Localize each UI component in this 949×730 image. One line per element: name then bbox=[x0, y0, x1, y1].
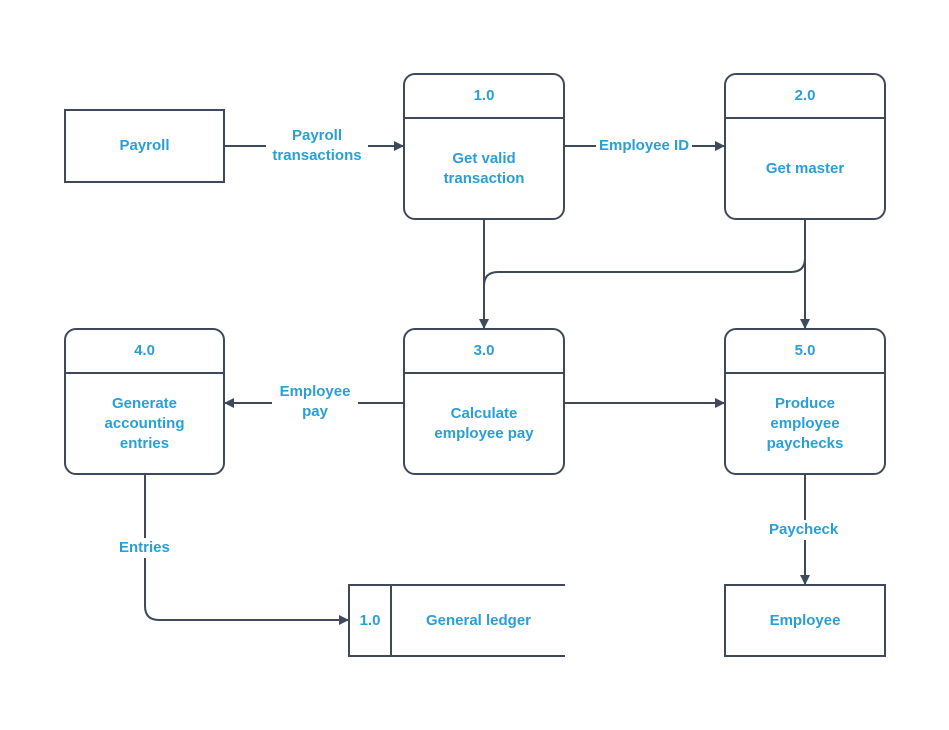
entity-payroll[interactable]: Payroll bbox=[64, 109, 225, 183]
process-2-name: Get master bbox=[765, 159, 845, 177]
process-4-name: Generate accounting entries bbox=[104, 394, 185, 452]
flow-line-p2-to-p3 bbox=[483, 220, 806, 287]
entity-payroll-label: Payroll bbox=[119, 137, 170, 154]
entity-employee-label: Employee bbox=[769, 611, 841, 629]
process-3-id: 3.0 bbox=[473, 342, 495, 359]
data-store-id: 1.0 bbox=[359, 611, 381, 629]
data-store-general-ledger[interactable]: 1.0 General ledger bbox=[348, 584, 565, 657]
process-1-id: 1.0 bbox=[473, 87, 495, 104]
process-2[interactable]: 2.0 Get master bbox=[724, 73, 886, 220]
process-3-name: Calculate employee pay bbox=[434, 404, 534, 442]
flow-label-employee-id: Employee ID bbox=[596, 136, 693, 156]
process-4[interactable]: 4.0 Generate accounting entries bbox=[64, 328, 225, 475]
process-5[interactable]: 5.0 Produce employee paychecks bbox=[724, 328, 886, 475]
process-4-id: 4.0 bbox=[134, 342, 155, 359]
data-store-top-edge bbox=[348, 584, 565, 586]
data-store-bottom-edge bbox=[348, 655, 565, 657]
flow-label-payroll-transactions: Payroll transactions bbox=[266, 126, 368, 166]
flow-label-paycheck: Paycheck bbox=[766, 520, 842, 540]
entity-employee[interactable]: Employee bbox=[724, 584, 886, 657]
process-2-id: 2.0 bbox=[794, 87, 816, 104]
data-store-name: General ledger bbox=[425, 611, 532, 629]
process-5-name: Produce employee paychecks bbox=[766, 394, 844, 452]
process-1-name: Get valid transaction bbox=[443, 149, 525, 187]
flow-label-employee-pay: Employee pay bbox=[272, 382, 358, 422]
flow-label-entries: Entries bbox=[116, 538, 173, 558]
process-5-id: 5.0 bbox=[794, 342, 816, 359]
flow-line-p4-to-ledger bbox=[144, 475, 349, 625]
process-1[interactable]: 1.0 Get valid transaction bbox=[403, 73, 565, 220]
process-3[interactable]: 3.0 Calculate employee pay bbox=[403, 328, 565, 475]
